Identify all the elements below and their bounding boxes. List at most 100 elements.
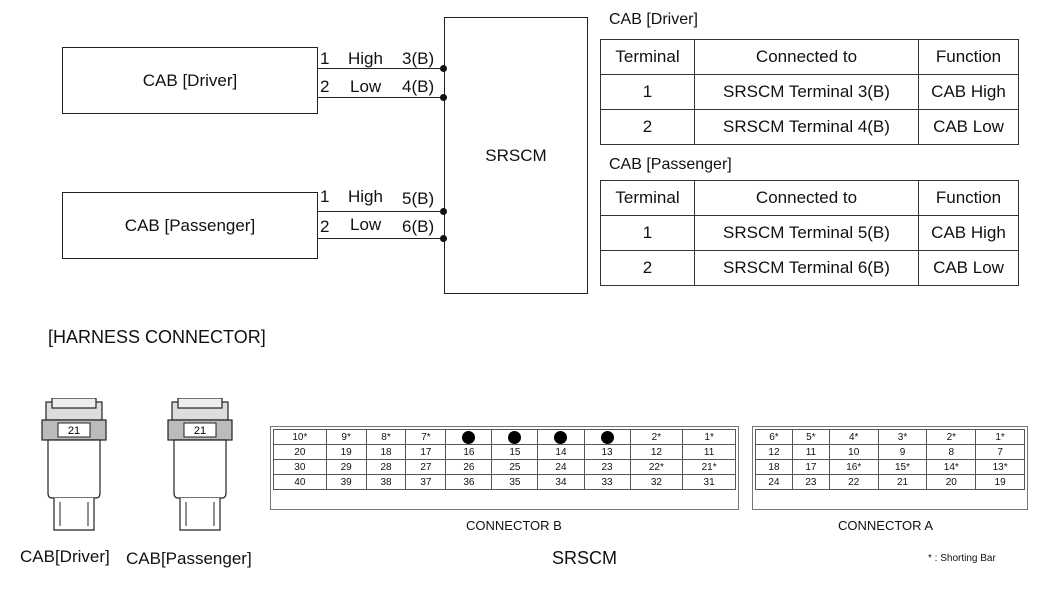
connector-pin: 24 [537,459,585,475]
connector-row: 10*9*8*7*2*1* [273,429,736,445]
shorting-bar-note: * : Shorting Bar [928,553,996,564]
connector-pin: 19 [975,474,1025,490]
connector-pin: 8 [926,444,977,460]
connector-pin: 22 [828,474,879,490]
filled-dot-icon [508,430,522,444]
terminal-label: 4(B) [402,77,435,96]
wire-passenger-high [318,211,445,212]
connector-pin: 37 [405,474,447,490]
connector-pin: 21* [682,459,736,475]
table-cell: CAB High [918,215,1019,251]
connector-pin: 10 [828,444,879,460]
table-header-cell: Terminal [600,39,695,75]
driver-terminal-table: Terminal Connected to Function 1 SRSCM T… [600,39,1019,145]
filled-dot-icon [554,430,568,444]
connector-pin: 16 [445,444,493,460]
pin-number: 1 [320,49,330,68]
connector-pin: 6* [755,429,793,445]
connector-pin: 38 [365,474,407,490]
connector-pin: 14 [537,444,585,460]
connector-pin: 24 [755,474,793,490]
table-cell: 1 [600,215,695,251]
connector-pin: 27 [405,459,447,475]
connector-pin: 12 [755,444,793,460]
connector-pin: 32 [629,474,684,490]
connector-pin: 5* [791,429,830,445]
cab-driver-box-label: CAB [Driver] [142,70,238,90]
cab-driver-box: CAB [Driver] [62,47,318,114]
connector-pin: 15* [877,459,928,475]
used-pin-dot [537,429,585,445]
table-cell: SRSCM Terminal 5(B) [694,215,919,251]
connector-pin: 17 [791,459,830,475]
table-cell: 2 [600,250,695,286]
filled-dot-icon [600,430,614,444]
connector-pin: 30 [273,459,327,475]
cab-passenger-plug-icon: 21 [167,398,233,531]
signal-label: Low [350,77,382,96]
connector-pin: 23 [583,459,631,475]
table-cell: SRSCM Terminal 6(B) [694,250,919,286]
signal-label: Low [350,215,382,234]
connector-pin: 1* [975,429,1025,445]
used-pin-dot [445,429,493,445]
table-cell: SRSCM Terminal 4(B) [694,109,919,145]
table-row: 2 SRSCM Terminal 4(B) CAB Low [600,109,1019,145]
signal-label: High [348,187,383,206]
wire-passenger-low [318,238,445,239]
cab-passenger-box-label: CAB [Passenger] [124,215,256,235]
cab-driver-plug-icon: 21 [41,398,107,531]
connector-pin: 1* [682,429,736,445]
pin-number: 1 [320,187,330,206]
connector-pin: 9 [877,444,928,460]
junction-dot [440,65,447,72]
wire-driver-high [318,68,445,69]
srscm-caption: SRSCM [552,548,618,568]
connector-pin: 15 [491,444,539,460]
terminal-label: 3(B) [402,49,435,68]
used-pin-dot [583,429,631,445]
connector-pin: 16* [828,459,879,475]
connector-pin: 11 [682,444,736,460]
table-header-row: Terminal Connected to Function [600,39,1019,75]
connector-pin: 11 [791,444,830,460]
connector-a-label: CONNECTOR A [838,518,934,533]
connector-pin: 25 [491,459,539,475]
connector-pin: 9* [325,429,367,445]
connector-pin: 18 [755,459,793,475]
connector-pin: 33 [583,474,631,490]
table-cell: 1 [600,74,695,110]
connector-pin: 23 [791,474,830,490]
junction-dot [440,94,447,101]
harness-connector-heading: [HARNESS CONNECTOR] [48,327,266,347]
table-cell: CAB Low [918,109,1019,145]
connector-pin: 17 [405,444,447,460]
table-cell: CAB Low [918,250,1019,286]
junction-dot [440,208,447,215]
used-pin-dot [491,429,539,445]
cab-driver-caption: CAB[Driver] [20,547,110,566]
connector-pin: 19 [325,444,367,460]
passenger-table-title: CAB [Passenger] [609,156,732,173]
plug-pin-text: 21 [194,425,206,437]
junction-dot [440,235,447,242]
connector-pin: 40 [273,474,327,490]
connector-row: 6*5*4*3*2*1* [755,429,1025,445]
terminal-label: 5(B) [402,189,435,208]
plug-pin-text: 21 [68,425,80,437]
connector-b-label: CONNECTOR B [466,518,562,533]
passenger-terminal-table: Terminal Connected to Function 1 SRSCM T… [600,180,1019,286]
connector-pin: 8* [365,429,407,445]
connector-pin: 21 [877,474,928,490]
connector-pin: 7 [975,444,1025,460]
connector-pin: 2* [926,429,977,445]
driver-table-title: CAB [Driver] [609,11,698,28]
